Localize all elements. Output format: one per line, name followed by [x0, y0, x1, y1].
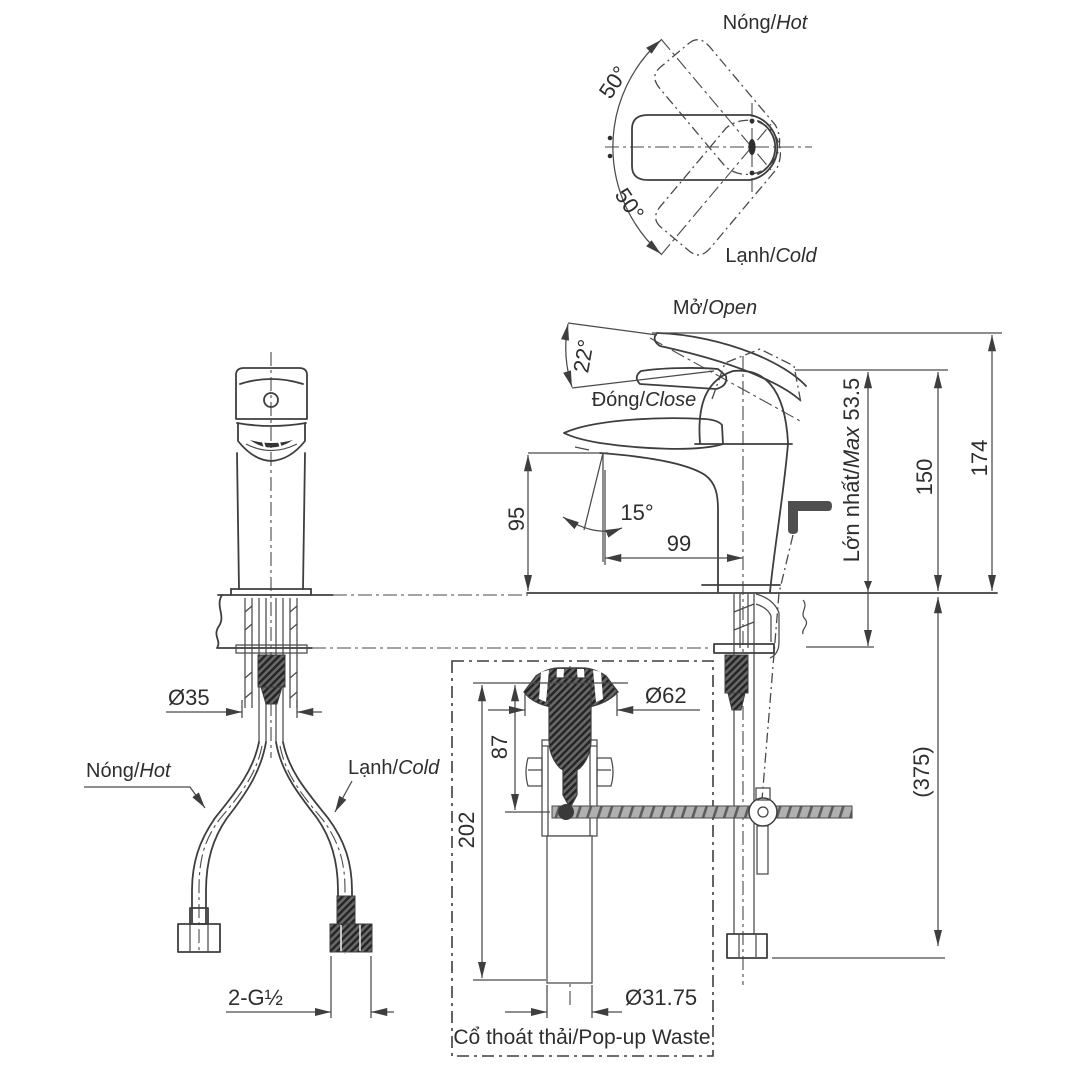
hot-label-front: Nóng/Hot	[86, 760, 172, 782]
hose-center-cold	[279, 745, 346, 954]
dmax-label: Lớn nhất/Max 53.5	[839, 378, 864, 562]
thread-label: 2-G½	[228, 985, 283, 1010]
front-body-right	[302, 452, 306, 590]
angle22-arc	[561, 323, 573, 388]
front-neck-seam	[236, 422, 307, 427]
aerator-mark	[574, 446, 590, 451]
rod-clevis-bottom	[756, 825, 769, 875]
front-neck	[237, 422, 306, 462]
tube-break	[802, 599, 808, 635]
handle-cap-inner-arc	[757, 120, 777, 175]
cold-hose-collar	[336, 895, 356, 925]
outlet-slit-2	[278, 441, 282, 449]
side-washer	[713, 643, 775, 654]
pivot-tick-bottom	[749, 170, 755, 176]
rod-clevis-top	[755, 787, 771, 801]
front-handle	[235, 367, 308, 420]
dmax-mid-arrow	[864, 581, 872, 591]
d87-label: 87	[487, 735, 512, 759]
d3175-label: Ø31.75	[625, 985, 697, 1010]
outlet-slit-1	[262, 441, 266, 449]
flange-slot-4	[593, 670, 603, 702]
rod-ball-joint	[748, 797, 778, 827]
counter-lines	[215, 592, 998, 649]
angle-upper-label: 50°	[594, 61, 633, 103]
d174-label: 174	[967, 440, 992, 477]
spout-angle-line	[583, 452, 604, 531]
top-view: 50° 50° Nóng/Hot Lạnh/Cold	[594, 12, 818, 267]
d150-label: 150	[912, 459, 937, 496]
open-lever-top	[656, 332, 807, 387]
hot-leader	[84, 786, 206, 809]
front-spout-outlet	[250, 440, 293, 448]
front-handle-dot	[263, 392, 279, 408]
open-dome-phantom	[711, 348, 802, 404]
side-mounting	[713, 593, 808, 959]
body-front	[599, 452, 719, 593]
angle22-line-top	[567, 322, 658, 336]
d375-label: (375)	[909, 746, 934, 797]
front-neck-inner	[245, 443, 298, 452]
d35-label: Ø35	[168, 685, 210, 710]
hose-center-hot	[198, 745, 263, 954]
cold-hose-nut	[329, 923, 373, 953]
rotation-arc	[612, 39, 662, 255]
bent-tube-outer	[755, 593, 780, 659]
drain-plug	[548, 677, 592, 810]
bent-tube-inner	[755, 603, 772, 642]
d202-label: 202	[454, 812, 479, 849]
side-view: 22° Mở/Open Đóng/Close 15° 95 99 Lớn nhấ…	[504, 297, 1002, 985]
d62-label: Ø62	[645, 683, 687, 708]
popup-waste: 202 87 Ø62 Ø31.75 Cổ thoát thải/Pop-up W…	[451, 660, 853, 1057]
rod-ball-joint-inner	[757, 806, 769, 818]
handle-top-outline	[631, 114, 779, 181]
front-mounting-nut	[257, 654, 286, 688]
open-label: Mở/Open	[673, 297, 757, 319]
flange-slot-1	[539, 670, 549, 702]
pivot-tick-top	[749, 118, 755, 124]
side-bottom-nut	[726, 933, 768, 959]
popup-title: Cổ thoát thải/Pop-up Waste	[453, 1026, 710, 1049]
arc-tick-1	[607, 135, 613, 141]
front-handle-arc	[239, 378, 304, 385]
side-nut-dark	[724, 654, 749, 694]
shank-hatch2	[733, 621, 755, 631]
d95-label: 95	[504, 507, 529, 531]
angle22-line-bot	[571, 370, 715, 389]
angle-open-label: 22°	[568, 338, 598, 375]
d99-label: 99	[667, 531, 691, 556]
handle-rotated-cold	[654, 119, 782, 256]
rod-ball-inner	[558, 804, 574, 820]
lift-rod-linkage	[761, 534, 794, 801]
front-view: Nóng/Hot Lạnh/Cold Ø35 2-G½	[84, 352, 440, 1018]
arc-tick-2	[607, 153, 613, 159]
front-mounting-cone	[260, 686, 283, 705]
open-lever-inner	[635, 367, 728, 390]
supply-hoses	[191, 741, 353, 925]
angle15-arc	[562, 516, 623, 538]
hot-label-top: Nóng/Hot	[723, 12, 809, 34]
body-rear	[769, 443, 789, 593]
angle-lower-label: 50°	[610, 183, 649, 225]
handle-pivot	[748, 139, 756, 155]
side-cone	[727, 692, 746, 711]
top-diagonal-hot	[660, 38, 772, 171]
cold-leader	[334, 780, 353, 813]
open-lever-bottom	[653, 332, 801, 401]
lift-rod-knob	[788, 501, 832, 534]
cold-label-top: Lạnh/Cold	[725, 245, 817, 267]
popup-rod	[551, 805, 853, 819]
closed-dome	[698, 369, 789, 444]
closed-lever	[563, 417, 724, 450]
top-diagonal-cold	[660, 123, 772, 256]
popup-box	[451, 660, 714, 1057]
hot-hose-nut	[177, 923, 221, 953]
cold-label-front: Lạnh/Cold	[348, 757, 440, 779]
shank-hatch1	[733, 603, 755, 613]
front-body-left	[236, 452, 240, 590]
close-label: Đóng/Close	[592, 389, 697, 411]
angle-spout-label: 15°	[620, 500, 653, 525]
counter-break-line	[215, 594, 223, 649]
